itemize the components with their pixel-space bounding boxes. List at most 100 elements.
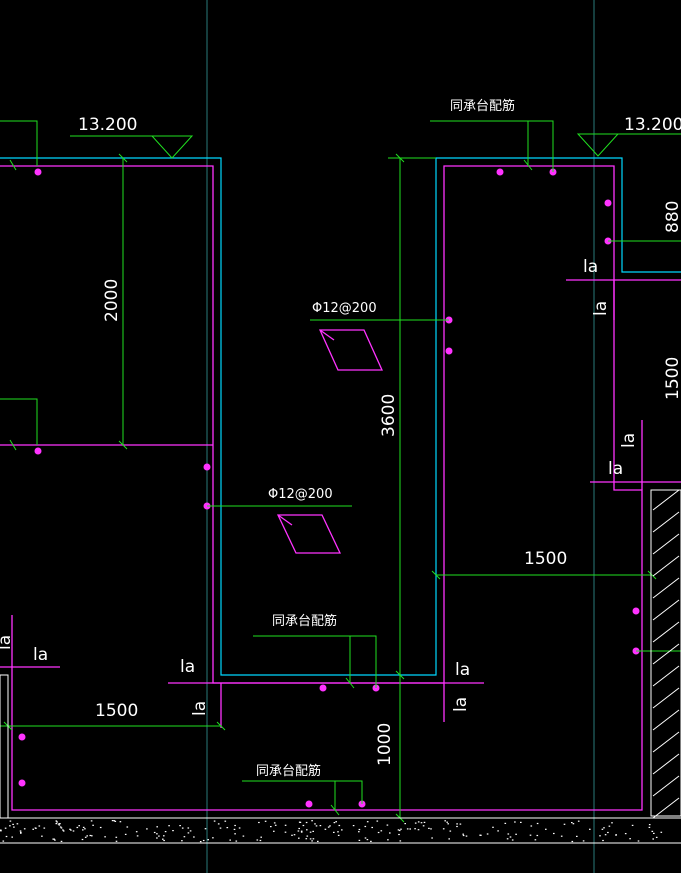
slab-speckle — [11, 836, 13, 838]
rebar-dot — [445, 347, 453, 355]
slab-speckle — [608, 825, 611, 827]
slab-speckle — [431, 837, 433, 839]
slab-speckle — [358, 831, 360, 833]
dimension-lines — [0, 120, 681, 823]
slab-speckle — [111, 820, 114, 822]
slab-speckle — [520, 821, 522, 823]
rebar-dot — [305, 800, 313, 808]
ground-slab-pattern — [0, 820, 663, 843]
slab-speckle — [114, 820, 117, 822]
leader-left-mid-tick — [9, 439, 17, 451]
leader-top-right — [430, 120, 554, 172]
slab-speckle — [465, 835, 468, 837]
slab-speckle — [447, 823, 449, 825]
slab-speckle — [219, 827, 222, 829]
slab-speckle — [529, 834, 532, 836]
slab-speckle — [615, 834, 617, 836]
slab-speckle — [284, 824, 287, 826]
rebar-symbol-upper — [318, 329, 384, 371]
slab-speckle — [389, 832, 391, 834]
slab-speckle — [317, 840, 319, 842]
slab-speckle — [589, 828, 591, 830]
slab-speckle — [153, 831, 156, 834]
rebar-upper-label: Φ12@200 — [312, 301, 377, 316]
hatch-line — [652, 687, 680, 709]
slab-speckle — [506, 838, 509, 840]
slab-speckle — [536, 822, 539, 825]
anchor-label: la — [180, 657, 195, 677]
slab-speckle — [442, 828, 445, 830]
slab-speckle — [19, 830, 22, 832]
slab-speckle — [2, 840, 5, 842]
slab-speckle — [135, 831, 138, 833]
slab-speckle — [629, 838, 631, 840]
slab-speckle — [611, 822, 613, 824]
slab-speckle — [113, 820, 116, 822]
slab-speckle — [414, 828, 416, 830]
rebar-dot — [319, 684, 327, 692]
slab-speckle — [648, 824, 651, 826]
slab-speckle — [563, 823, 566, 825]
dim-right-mid-label: 1500 — [663, 357, 681, 400]
slab-speckle — [56, 821, 58, 823]
slab-speckle — [333, 831, 335, 833]
slab-speckle — [430, 828, 432, 830]
slab-speckle — [480, 834, 482, 836]
slab-speckle — [62, 830, 65, 832]
slab-speckle — [146, 828, 148, 830]
slab-speckle — [233, 828, 236, 830]
leader-left-top — [0, 120, 38, 166]
slab-speckle — [553, 832, 555, 835]
slab-speckle — [560, 835, 563, 837]
slab-speckle — [462, 833, 464, 835]
slab-speckle — [337, 831, 339, 833]
slab-speckle — [187, 832, 190, 834]
slab-speckle — [380, 830, 383, 832]
slab-speckle — [404, 823, 406, 825]
slab-speckle — [335, 821, 337, 823]
anchor-label: la — [591, 301, 611, 316]
slab-speckle — [327, 826, 330, 828]
slab-speckle — [311, 840, 313, 842]
anchor-label: la — [33, 645, 48, 665]
dim-left-width-label: 1500 — [95, 701, 138, 721]
slab-speckle — [572, 823, 575, 825]
slab-speckle — [299, 821, 302, 823]
slab-speckle — [536, 834, 539, 837]
slab-speckle — [337, 834, 340, 836]
slab-speckle — [54, 839, 56, 841]
slab-speckle — [273, 830, 275, 832]
slab-speckle — [305, 821, 308, 824]
slab-speckle — [576, 835, 578, 837]
slab-speckle — [224, 820, 227, 822]
slab-speckle — [293, 834, 296, 836]
hatch-line — [652, 753, 680, 775]
labels: 13.200 13.200 同承台配筋 同承台配筋 同承台配筋 Φ12@200 … — [0, 98, 681, 779]
anchor-label: la — [583, 257, 598, 277]
slab-speckle — [417, 829, 420, 831]
slab-speckle — [358, 839, 361, 841]
anchor-label: la — [619, 433, 639, 448]
slab-speckle — [82, 826, 85, 828]
hatch-line — [652, 555, 680, 577]
slab-speckle — [156, 826, 158, 828]
slab-speckle — [158, 835, 160, 837]
slab-speckle — [417, 821, 420, 823]
dim-bottom-height-label: 1000 — [375, 723, 395, 766]
slab-speckle — [72, 830, 75, 832]
rebar-symbol-upper-tick — [319, 329, 335, 341]
slab-speckle — [229, 839, 231, 841]
slab-speckle — [444, 820, 446, 822]
anchor-label: la — [608, 459, 623, 479]
slab-speckle — [341, 829, 343, 831]
slab-speckle — [58, 824, 61, 826]
slab-speckle — [32, 828, 34, 830]
slab-speckle — [449, 830, 452, 832]
slab-speckle — [9, 820, 12, 822]
slab-speckle — [306, 835, 309, 837]
slab-speckle — [162, 838, 164, 840]
rebar-dot — [496, 168, 504, 176]
hatch-line — [652, 621, 680, 643]
slab-speckle — [509, 836, 512, 838]
slab-speckle — [84, 836, 87, 838]
